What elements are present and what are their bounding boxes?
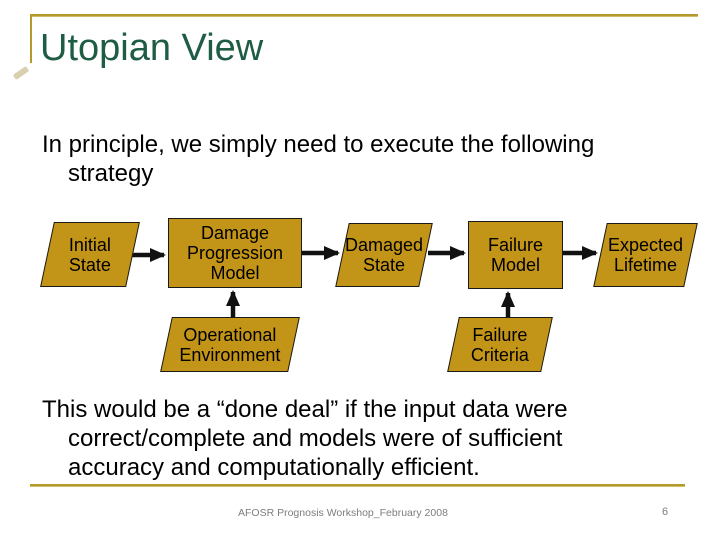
intro-paragraph: In principle, we simply need to execute … <box>42 131 595 187</box>
flow-node-failure-criteria: Failure Criteria <box>447 317 553 372</box>
conclusion-paragraph: This would be a “done deal” if the input… <box>42 396 568 481</box>
title-left-accent-line <box>30 14 32 63</box>
flow-node-label: Damage Progression Model <box>186 223 284 283</box>
flow-node-label: Expected Lifetime <box>607 235 684 275</box>
flow-node-label: Failure Model <box>487 235 544 275</box>
flow-node-operational-environment: Operational Environment <box>160 317 300 372</box>
flow-node-failure-model: Failure Model <box>468 221 563 289</box>
flow-node-label: Operational Environment <box>179 324 281 365</box>
corner-accent-mark <box>12 65 30 81</box>
flow-node-initial-state: Initial State <box>40 222 140 287</box>
flow-node-damaged-state: Damaged State <box>335 223 433 287</box>
flowchart-arrows <box>128 246 598 317</box>
footer-accent-line <box>30 484 685 487</box>
flow-node-label: Initial State <box>68 234 112 275</box>
slide-title: Utopian View <box>40 27 264 69</box>
flowchart-diagram: Initial State Damage Progression Model D… <box>0 200 720 390</box>
footer-text: AFOSR Prognosis Workshop_February 2008 <box>238 507 448 519</box>
flow-node-damage-progression-model: Damage Progression Model <box>168 218 302 288</box>
flow-node-label: Failure Criteria <box>470 324 529 365</box>
flow-node-expected-lifetime: Expected Lifetime <box>593 223 698 287</box>
page-number: 6 <box>662 506 669 518</box>
flow-node-label: Damaged State <box>344 235 424 275</box>
top-accent-line <box>30 14 698 17</box>
